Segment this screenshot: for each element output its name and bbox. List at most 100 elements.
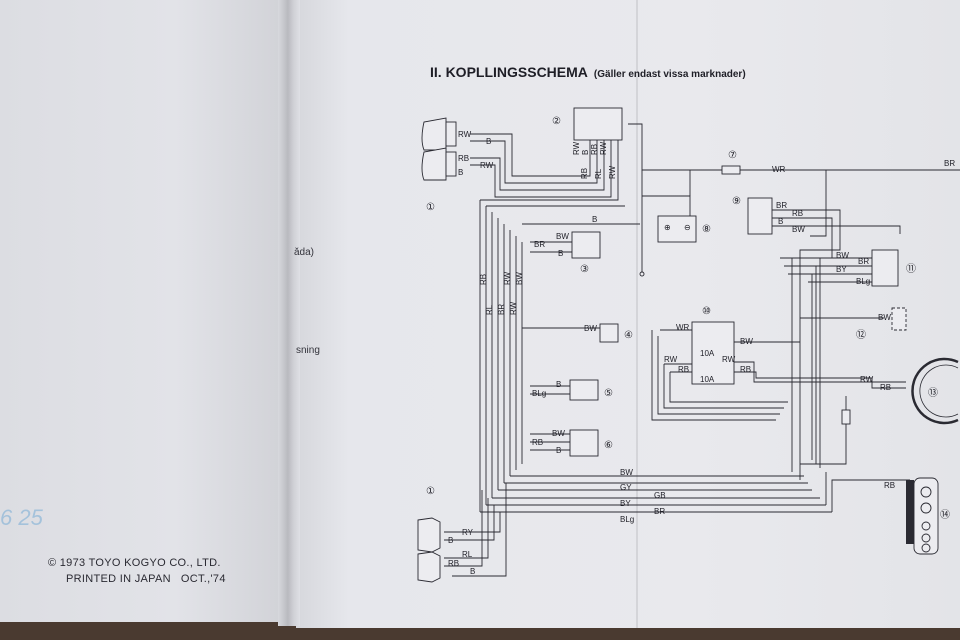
wire-label: BR <box>534 240 545 249</box>
wire-label: RB <box>884 481 895 490</box>
wire-label: BLg <box>620 515 634 524</box>
wire-label: RW <box>503 271 512 285</box>
wire-label: RB <box>880 383 891 392</box>
copyright-block: © 1973 TOYO KOGYO CO., LTD. PRINTED IN J… <box>48 555 226 587</box>
wire-label: BR <box>776 201 787 210</box>
number-label: ⑬ <box>928 387 938 399</box>
wire-label: RB <box>740 365 751 374</box>
number-label: ⑨ <box>732 196 741 207</box>
battery-8: ⊕ ⊖ <box>657 215 697 243</box>
headlight-lower <box>421 147 457 181</box>
wire-label: RW <box>860 375 874 384</box>
wire-bundle <box>444 123 960 577</box>
left-page-fragment: sning <box>296 345 320 356</box>
wire-label: RW <box>722 355 736 364</box>
number-label: ① <box>426 202 435 213</box>
wire-label: B <box>558 249 563 258</box>
wire-label: B <box>470 567 475 576</box>
wire-label: GB <box>654 491 666 500</box>
wire-label: B <box>448 536 453 545</box>
number-label: ② <box>552 116 561 127</box>
number-label: ① <box>426 486 435 497</box>
wire-label: GY <box>620 483 632 492</box>
connector-2 <box>573 107 623 141</box>
wire-label: RB <box>448 559 459 568</box>
wire-label: B <box>592 215 597 224</box>
wire-label: BW <box>836 251 849 260</box>
right-page <box>296 0 960 628</box>
wire-label: BY <box>620 499 631 508</box>
wire-label: RW <box>608 165 617 179</box>
wire-label: BR <box>858 257 869 266</box>
wire-label: RB <box>580 168 589 179</box>
wire-label: BLg <box>532 389 546 398</box>
wire-label: B <box>778 217 783 226</box>
wire-label: RW <box>458 130 472 139</box>
wire-label: RW <box>572 141 581 155</box>
switch-3 <box>571 231 601 259</box>
number-label: ④ <box>624 330 633 341</box>
page-fold <box>636 0 638 628</box>
section-number: II. <box>430 64 442 80</box>
left-page-fragment: ǎda) <box>294 247 315 258</box>
wire-label: BY <box>836 265 847 274</box>
wire-label: BW <box>515 272 524 285</box>
wire-label: RW <box>509 301 518 315</box>
wire-label: WR <box>772 165 786 174</box>
wire-label: WR <box>676 323 690 332</box>
generator-13 <box>911 357 959 425</box>
book-gutter <box>278 0 300 626</box>
taillight-upper <box>417 517 441 553</box>
wire-label: RW <box>480 161 494 170</box>
number-label: ③ <box>580 264 589 275</box>
number-label: ⑤ <box>604 388 613 399</box>
wire-label: BW <box>740 337 753 346</box>
wire-label: B <box>581 150 590 155</box>
number-label: ⑥ <box>604 440 613 451</box>
headlight-upper <box>421 117 457 151</box>
wire-label: BW <box>792 225 805 234</box>
wire-label: BW <box>552 429 565 438</box>
title-text: KOPLLINGSSCHEMA <box>445 64 588 80</box>
page-title: II. KOPLLINGSSCHEMA (Gäller endast vissa … <box>430 64 746 80</box>
number-label: ⑧ <box>702 224 711 235</box>
wire-label: RB <box>479 274 488 285</box>
fuse-rating: 10A <box>700 375 715 384</box>
wire-label: RB <box>792 209 803 218</box>
wire-label: RL <box>462 550 473 559</box>
number-label: ⑫ <box>856 329 866 341</box>
fuse-block-10 <box>691 321 735 385</box>
wire-label: RB <box>678 365 689 374</box>
wire-label: BW <box>878 313 891 322</box>
fuse-rating: 10A <box>700 349 715 358</box>
wire-label: B <box>556 380 561 389</box>
wire-label: B <box>556 446 561 455</box>
wire-label: RB <box>458 154 469 163</box>
wire-label: BR <box>654 507 665 516</box>
copyright-line: © 1973 TOYO KOGYO CO., LTD. <box>48 557 221 569</box>
wire-label: BLg <box>856 277 870 286</box>
switch-9 <box>747 197 773 235</box>
number-label: ⑦ <box>728 150 737 161</box>
switch-6 <box>569 429 599 457</box>
switch-5 <box>569 379 599 401</box>
wire-labels: RW B RB RW B RW B RB RW RB RL RW B BW BR… <box>448 130 955 576</box>
component-numbers: ① ② ③ ④ ⑤ ⑥ ⑦ ⑧ ⑨ ⑩ ⑪ ⑫ ⑬ ⑭ ① <box>426 116 950 521</box>
number-label: ⑩ <box>702 306 711 317</box>
number-label: ⑪ <box>906 263 916 275</box>
component-4 <box>599 323 619 343</box>
wire-label: RL <box>485 304 494 315</box>
svg-text:⊕: ⊕ <box>664 223 671 232</box>
printed-line: PRINTED IN JAPAN OCT.,'74 <box>66 573 226 585</box>
connector-12 <box>891 307 907 331</box>
wire-label: RB <box>590 144 599 155</box>
ink-stamp: 6 25 <box>0 505 43 530</box>
wire-label: RY <box>462 528 474 537</box>
wire-label: BW <box>584 324 597 333</box>
wire-label: B <box>458 168 463 177</box>
title-subtitle: (Gäller endast vissa marknader) <box>593 69 746 80</box>
wire-label: BR <box>497 304 506 315</box>
svg-text:⊖: ⊖ <box>684 223 691 232</box>
